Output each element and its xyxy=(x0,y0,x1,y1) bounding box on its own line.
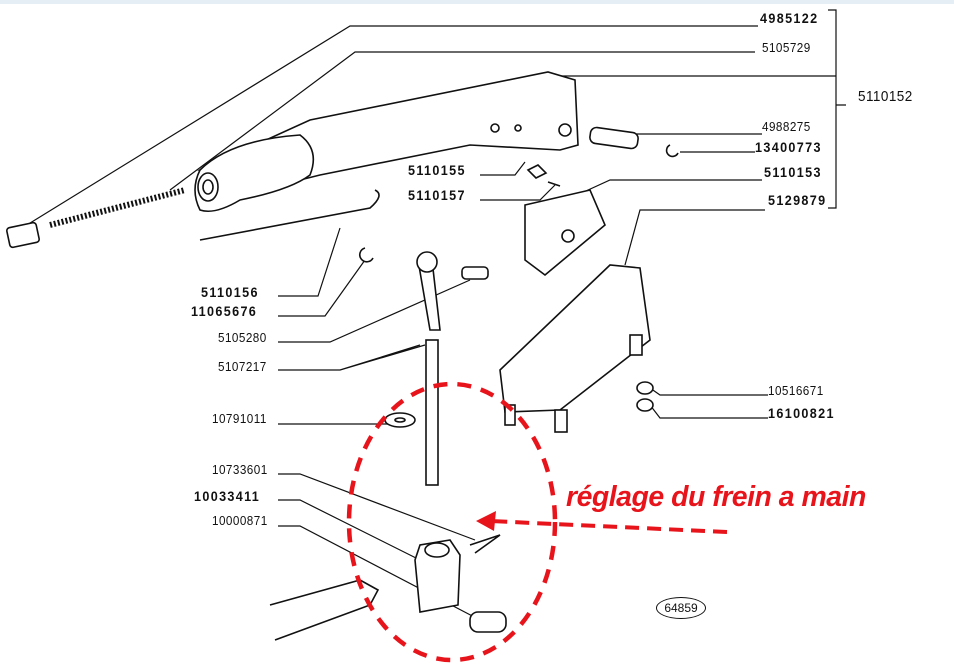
part-label: 4985122 xyxy=(760,10,819,26)
part-label: 10033411 xyxy=(194,488,261,504)
part-label: 5110153 xyxy=(764,164,822,180)
leader-11065676 xyxy=(278,259,366,317)
highlight-arrow xyxy=(489,519,728,534)
top-strip xyxy=(0,0,954,4)
part-label: 10733601 xyxy=(212,462,268,477)
leader-5105280 xyxy=(278,279,471,343)
leader-5107217 xyxy=(278,344,426,371)
lever-grip xyxy=(194,134,315,213)
cable-end xyxy=(269,579,380,641)
part-label: 5105729 xyxy=(762,40,811,55)
group-bracket xyxy=(828,9,846,209)
leader-10033411 xyxy=(278,499,421,561)
adjusting-rod xyxy=(425,339,439,486)
part-label: 5110152 xyxy=(858,88,913,105)
leader-4985122 xyxy=(21,25,758,229)
part-label: 10791011 xyxy=(212,411,267,426)
figure-reference: 64859 xyxy=(656,597,706,619)
push-button-rod xyxy=(6,221,40,249)
spring xyxy=(49,187,186,228)
leader-5129879 xyxy=(624,209,765,266)
part-label: 5110156 xyxy=(201,284,259,300)
part-label: 13400773 xyxy=(755,139,822,155)
highlight-circle xyxy=(346,381,558,663)
part-label: 16100821 xyxy=(768,405,835,421)
leader-5105729 xyxy=(169,51,755,191)
part-label: 5110157 xyxy=(408,187,466,203)
part-label: 5107217 xyxy=(218,359,267,374)
release-rod xyxy=(199,189,380,241)
leader-10733601 xyxy=(278,473,476,541)
leader-5110155 xyxy=(480,161,526,176)
leader-5110156 xyxy=(278,227,341,297)
part-label: 11065676 xyxy=(191,303,258,319)
leader-5110157 xyxy=(480,184,556,201)
part-label: 5110155 xyxy=(408,162,466,178)
part-label: 10516671 xyxy=(768,383,824,398)
handbrake-adjustment-annotation: réglage du frein a main xyxy=(566,481,866,513)
leader-16100821 xyxy=(649,404,768,419)
support-bracket xyxy=(499,264,651,413)
part-label: 10000871 xyxy=(212,513,268,528)
clevis xyxy=(414,539,461,613)
leader-10516671 xyxy=(649,387,768,396)
pivot-pin xyxy=(589,126,639,150)
part-label: 5129879 xyxy=(768,192,827,208)
leader-5110153 xyxy=(574,179,762,197)
part-label: 4988275 xyxy=(762,119,811,134)
part-label: 5105280 xyxy=(218,330,267,345)
